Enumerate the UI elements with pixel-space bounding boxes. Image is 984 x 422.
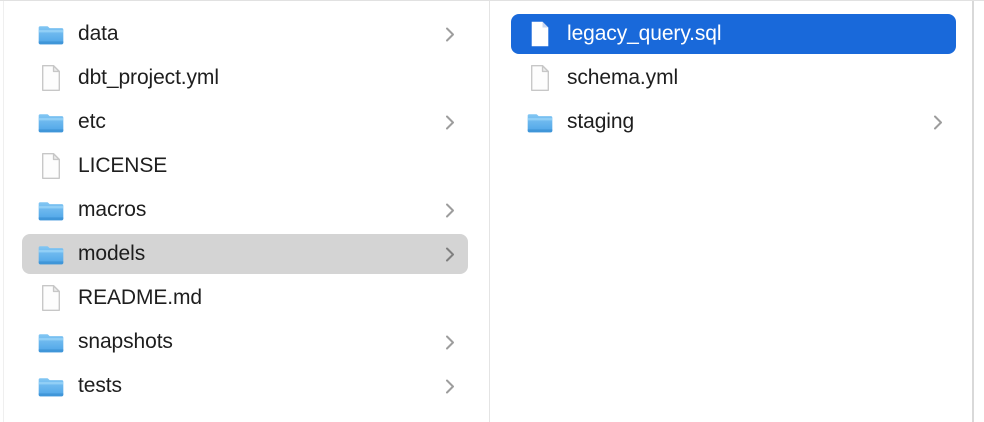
chevron-right-icon [445,378,455,395]
folder-icon [36,23,66,46]
file-row-schema-yml[interactable]: schema.yml [511,58,956,98]
item-label: etc [78,110,106,133]
folder-row-etc[interactable]: etc [22,102,468,142]
folder-row-tests[interactable]: tests [22,366,468,406]
item-label: README.md [78,286,202,309]
chevron-right-icon [445,26,455,43]
folder-row-macros[interactable]: macros [22,190,468,230]
item-label: macros [78,198,147,221]
chevron-right-icon [445,114,455,131]
column-models-folder: legacy_query.sql schema.yml staging [490,1,974,422]
folder-row-models[interactable]: models [22,234,468,274]
folder-row-data[interactable]: data [22,14,468,54]
item-label: dbt_project.yml [78,66,219,89]
file-row-dbt-project-yml[interactable]: dbt_project.yml [22,58,468,98]
chevron-right-icon [445,334,455,351]
empty-preview-column [974,1,984,422]
item-label: legacy_query.sql [567,22,722,45]
item-label: snapshots [78,330,173,353]
item-label: LICENSE [78,154,168,177]
file-row-license[interactable]: LICENSE [22,146,468,186]
file-icon [525,64,555,92]
folder-icon [36,243,66,266]
file-icon [525,20,555,48]
item-label: staging [567,110,635,133]
folder-icon [36,331,66,354]
file-icon [36,284,66,312]
folder-icon [36,199,66,222]
folder-icon [36,375,66,398]
item-label: schema.yml [567,66,679,89]
folder-row-snapshots[interactable]: snapshots [22,322,468,362]
chevron-right-icon [445,246,455,263]
file-icon [36,64,66,92]
folder-icon [525,111,555,134]
file-row-readme-md[interactable]: README.md [22,278,468,318]
chevron-right-icon [933,114,943,131]
file-row-legacy-query-sql[interactable]: legacy_query.sql [511,14,956,54]
item-label: models [78,242,146,265]
folder-icon [36,111,66,134]
item-label: tests [78,374,122,397]
folder-row-staging[interactable]: staging [511,102,956,142]
file-icon [36,152,66,180]
item-label: data [78,22,119,45]
chevron-right-icon [445,202,455,219]
